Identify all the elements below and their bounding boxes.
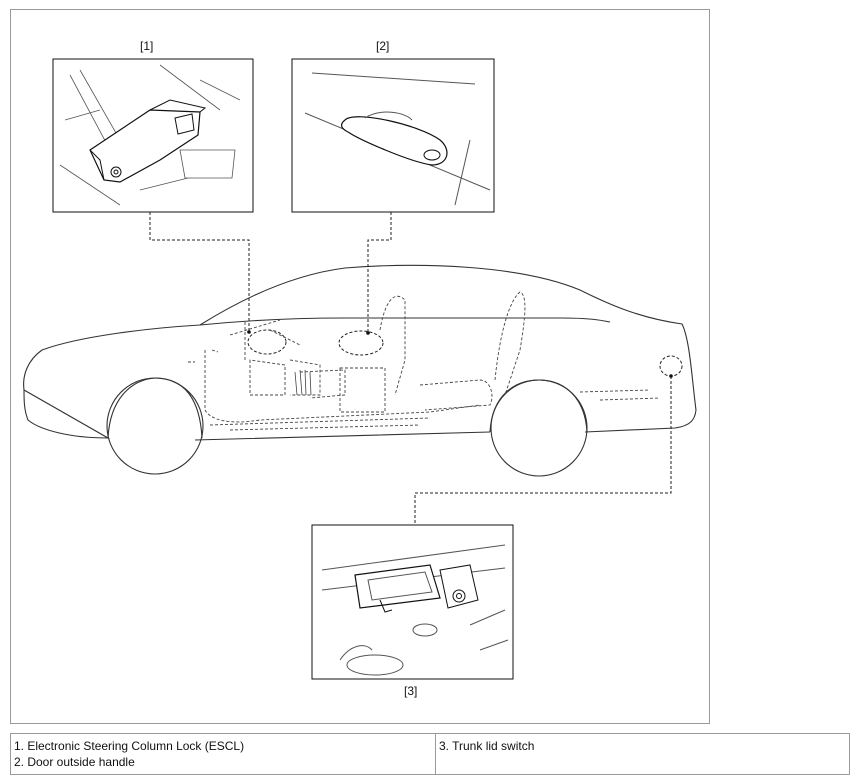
detail-trunk-switch (311, 524, 514, 680)
vehicle-diagram (23, 58, 697, 680)
highlight-trunk-switch (659, 355, 683, 377)
legend-cell-right: 3. Trunk lid switch (435, 733, 850, 775)
interior-components (188, 291, 661, 431)
highlight-escl (247, 329, 287, 355)
legend-item-door-handle: 2. Door outside handle (14, 755, 135, 769)
legend-cell-left: 1. Electronic Steering Column Lock (ESCL… (10, 733, 436, 775)
highlight-door-handle (338, 330, 384, 356)
callout-label-2: [2] (376, 39, 390, 53)
legend-row: 1. Electronic Steering Column Lock (ESCL… (10, 733, 850, 775)
car-body (23, 264, 697, 477)
legend-item-escl: 1. Electronic Steering Column Lock (ESCL… (14, 739, 245, 753)
leader-lines (149, 212, 672, 525)
detail-escl (52, 58, 254, 213)
legend-table: 1. Electronic Steering Column Lock (ESCL… (10, 733, 850, 775)
detail-door-handle (291, 58, 495, 213)
callout-label-1: [1] (140, 39, 154, 53)
callout-label-3: [3] (404, 684, 418, 698)
legend-item-trunk-switch: 3. Trunk lid switch (439, 739, 535, 753)
wiring-lines (294, 369, 312, 396)
